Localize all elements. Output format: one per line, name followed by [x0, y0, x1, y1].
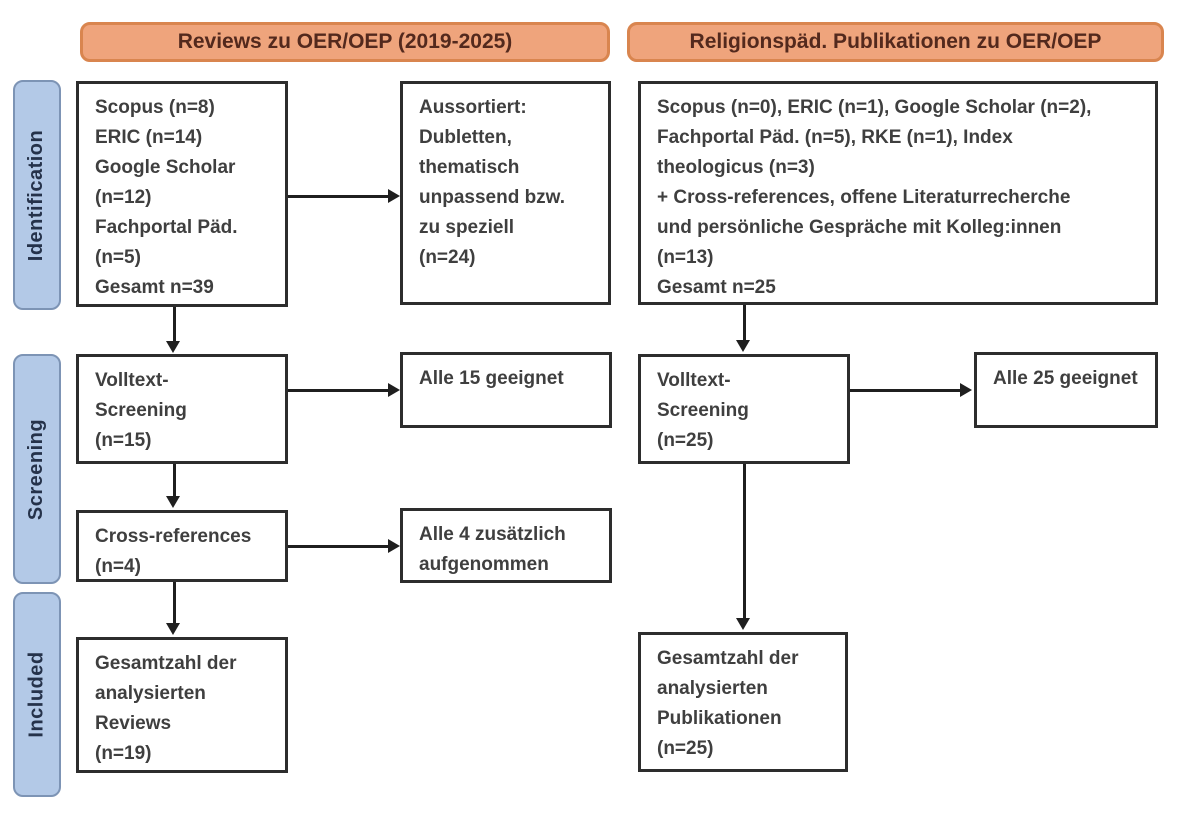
stage-screening-label: Screening [25, 418, 48, 520]
arrow-right-fulltext-result-line [850, 389, 960, 392]
box-right-included-total: Gesamtzahl der analysierten Publikatione… [638, 632, 848, 772]
box-left-crossref-result-text: Alle 4 zusätzlich aufgenommen [419, 524, 566, 575]
arrow-left-crossref-result-line [288, 545, 388, 548]
stage-screening: Screening [13, 354, 61, 584]
arrow-left-fulltext-down-head [166, 496, 180, 508]
box-left-fulltext-screening: Volltext- Screening (n=15) [76, 354, 288, 464]
stage-included: Included [13, 592, 61, 797]
box-left-fulltext-result-text: Alle 15 geeignet [419, 368, 564, 389]
header-left-banner: Reviews zu OER/OEP (2019-2025) [80, 22, 610, 62]
box-right-fulltext-result-text: Alle 25 geeignet [993, 368, 1138, 389]
box-right-fulltext-result: Alle 25 geeignet [974, 352, 1158, 428]
box-left-sorted-out: Aussortiert: Dubletten, thematisch unpas… [400, 81, 611, 305]
box-left-included-total: Gesamtzahl der analysierten Reviews (n=1… [76, 637, 288, 773]
arrow-left-id-down-line [173, 307, 176, 341]
arrow-left-id-to-sorted-line [288, 195, 388, 198]
box-left-fulltext-screening-text: Volltext- Screening (n=15) [95, 370, 187, 451]
arrow-left-fulltext-down-line [173, 464, 176, 496]
arrow-right-id-down-head [736, 340, 750, 352]
box-right-fulltext-screening: Volltext- Screening (n=25) [638, 354, 850, 464]
stage-included-label: Included [25, 651, 48, 738]
arrow-right-fulltext-down-line [743, 464, 746, 618]
box-left-crossref-result: Alle 4 zusätzlich aufgenommen [400, 508, 612, 583]
arrow-left-crossref-down-head [166, 623, 180, 635]
box-right-identification: Scopus (n=0), ERIC (n=1), Google Scholar… [638, 81, 1158, 305]
box-left-identification-text: Scopus (n=8) ERIC (n=14) Google Scholar … [95, 97, 238, 298]
box-right-included-total-text: Gesamtzahl der analysierten Publikatione… [657, 648, 799, 759]
arrow-left-fulltext-result-head [388, 383, 400, 397]
arrow-right-fulltext-result-head [960, 383, 972, 397]
arrow-left-id-down-head [166, 341, 180, 353]
arrow-right-fulltext-down-head [736, 618, 750, 630]
box-left-crossreferences: Cross-references (n=4) [76, 510, 288, 582]
arrow-left-fulltext-result-line [288, 389, 388, 392]
box-left-sorted-out-text: Aussortiert: Dubletten, thematisch unpas… [419, 97, 566, 268]
stage-identification: Identification [13, 80, 61, 310]
box-left-identification: Scopus (n=8) ERIC (n=14) Google Scholar … [76, 81, 288, 307]
stage-identification-label: Identification [25, 129, 48, 261]
arrow-left-id-to-sorted-head [388, 189, 400, 203]
arrow-right-id-down-line [743, 305, 746, 340]
box-right-identification-text: Scopus (n=0), ERIC (n=1), Google Scholar… [657, 97, 1092, 298]
box-left-crossreferences-text: Cross-references (n=4) [95, 526, 252, 577]
box-left-fulltext-result: Alle 15 geeignet [400, 352, 612, 428]
header-right-banner: Religionspäd. Publikationen zu OER/OEP [627, 22, 1164, 62]
box-right-fulltext-screening-text: Volltext- Screening (n=25) [657, 370, 749, 451]
arrow-left-crossref-down-line [173, 582, 176, 623]
box-left-included-total-text: Gesamtzahl der analysierten Reviews (n=1… [95, 653, 237, 764]
arrow-left-crossref-result-head [388, 539, 400, 553]
